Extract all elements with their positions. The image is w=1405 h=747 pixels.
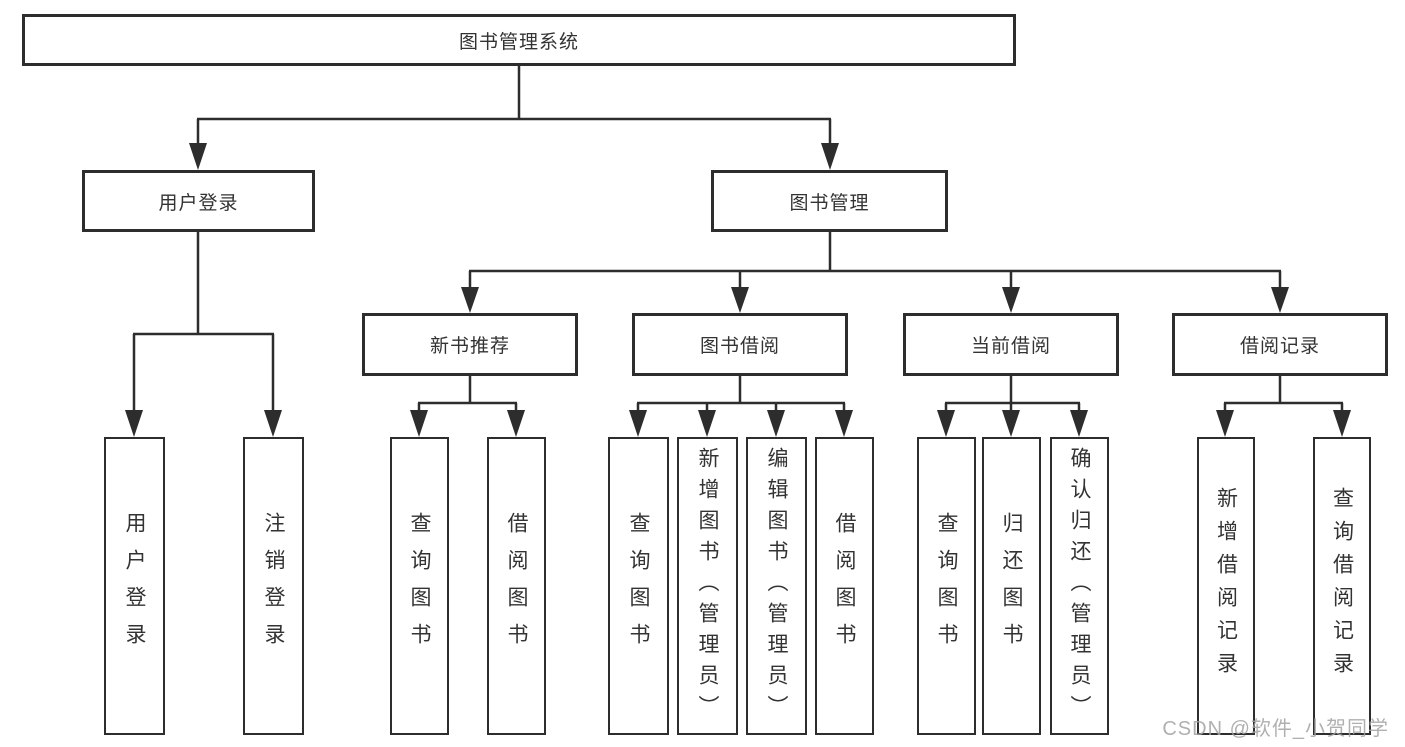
node-label: 新增图书（管理员）: [696, 446, 719, 726]
node-label: 借阅图书: [833, 512, 856, 660]
node-label: 用户登录: [123, 512, 146, 660]
node-book-borrowing: 图书借阅: [632, 313, 848, 376]
node-borrowing-records: 借阅记录: [1172, 313, 1388, 376]
leaf-recommend-borrow-books: 借阅图书: [487, 437, 546, 735]
leaf-borrowing-query-books: 查询图书: [608, 437, 669, 735]
node-label: 查询图书: [935, 512, 958, 660]
leaf-borrowing-edit-books-admin: 编辑图书（管理员）: [746, 437, 807, 735]
csdn-watermark: CSDN @软件_小贺同学: [1162, 718, 1389, 740]
node-label: 借阅记录: [1239, 336, 1320, 357]
node-label: 查询借阅记录: [1330, 487, 1354, 685]
node-label: 注销登录: [262, 512, 285, 660]
leaf-borrowing-borrow-books: 借阅图书: [815, 437, 874, 735]
node-current-borrowing: 当前借阅: [903, 313, 1119, 376]
node-label: 当前借阅: [970, 336, 1051, 357]
leaf-user-login: 用户登录: [104, 437, 165, 735]
node-label: 查询图书: [408, 512, 431, 660]
leaf-logout: 注销登录: [243, 437, 304, 735]
leaf-records-add-record: 新增借阅记录: [1197, 437, 1255, 735]
leaf-records-query-record: 查询借阅记录: [1313, 437, 1371, 735]
leaf-current-return-books: 归还图书: [982, 437, 1041, 735]
node-book-management: 图书管理: [711, 170, 948, 232]
node-user-login: 用户登录: [82, 170, 315, 232]
node-label: 图书借阅: [699, 336, 780, 357]
node-label: 确认归还（管理员）: [1068, 446, 1091, 726]
node-label: 图书管理: [789, 192, 870, 214]
leaf-current-query-books: 查询图书: [917, 437, 976, 735]
node-new-book-recommend: 新书推荐: [362, 313, 578, 376]
node-label: 用户登录: [158, 192, 239, 214]
node-label: 新书推荐: [429, 336, 510, 357]
node-label: 编辑图书（管理员）: [765, 446, 788, 726]
leaf-recommend-query-books: 查询图书: [390, 437, 449, 735]
leaf-current-confirm-return-admin: 确认归还（管理员）: [1050, 437, 1109, 735]
node-root-system: 图书管理系统: [22, 14, 1016, 66]
leaf-borrowing-add-books-admin: 新增图书（管理员）: [677, 437, 738, 735]
node-label: 图书管理系统: [458, 31, 579, 53]
node-label: 归还图书: [1000, 512, 1023, 660]
node-label: 查询图书: [627, 512, 650, 660]
node-label: 借阅图书: [505, 512, 528, 660]
node-label: 新增借阅记录: [1214, 487, 1238, 685]
